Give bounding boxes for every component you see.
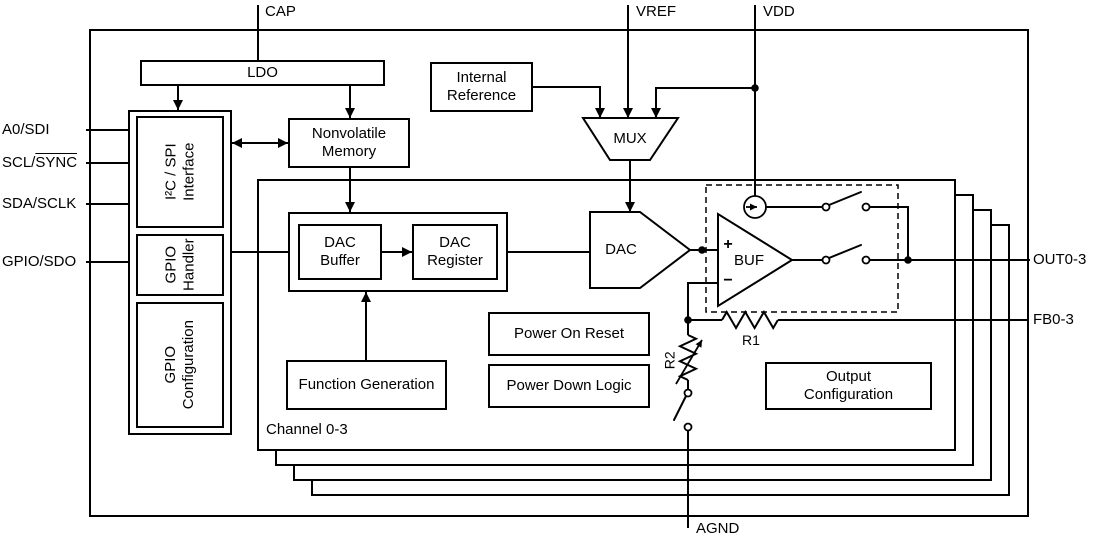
dac-register-block: DAC Register (412, 224, 498, 280)
gpio-handler-block: GPIO Handler (136, 234, 224, 296)
power-on-reset-block: Power On Reset (488, 312, 650, 356)
fb-to-buf-minus-wire (687, 282, 718, 320)
buf-plus-sign: + (723, 236, 733, 254)
pin-label-scl-sync: SCL/SYNC (2, 153, 92, 171)
interface-container (128, 110, 232, 435)
dac-buffer-register-container (288, 212, 508, 292)
output-configuration-block: Output Configuration (765, 362, 932, 410)
resistor-r1-icon (721, 310, 779, 330)
buf-label: BUF (734, 251, 764, 269)
buf-opamp-shape (717, 212, 794, 308)
gpio-configuration-label: GPIO Configuration (162, 320, 198, 410)
mux-label: MUX (613, 129, 647, 147)
gpio-handler-label: GPIO Handler (162, 238, 197, 292)
pin-label-a0-sdi: A0/SDI (2, 120, 50, 138)
ldo-block: LDO (140, 60, 385, 86)
pin-label-vref: VREF (636, 2, 677, 20)
resistor-r2-icon (677, 334, 699, 381)
pin-label-cap: CAP (265, 2, 296, 20)
switch2-blade-icon (828, 244, 862, 259)
wires (86, 5, 1030, 528)
sync-overline-text: SYNC (35, 153, 78, 171)
dac-shape (589, 211, 692, 289)
switch1-to-out-wire (870, 206, 909, 260)
output-stage-dashed-box (705, 184, 899, 313)
i2c-spi-interface-block: I²C / SPI Interface (136, 116, 224, 228)
power-down-logic-block: Power Down Logic (488, 364, 650, 408)
scl-prefix-text: SCL/ (2, 153, 36, 171)
pin-label-fb0-3: FB0-3 (1033, 310, 1074, 328)
r2-label-text: R2 (661, 351, 678, 369)
switch3-blade-icon (673, 395, 687, 421)
r2-label: R2 (660, 344, 680, 376)
r2-wiper-arrow (675, 339, 703, 385)
internal-reference-block: Internal Reference (430, 62, 533, 112)
buf-minus-sign: − (723, 272, 733, 290)
dac-label: DAC (605, 240, 637, 258)
vdd-to-mux-wire (651, 87, 755, 118)
pin-label-out0-3: OUT0-3 (1033, 250, 1087, 268)
intref-to-mux-wire (533, 86, 605, 118)
r1-label: R1 (742, 332, 760, 349)
junction-dots (684, 84, 912, 324)
switch-terminals (683, 202, 871, 432)
function-generation-block: Function Generation (286, 360, 447, 410)
nonvolatile-memory-block: Nonvolatile Memory (288, 118, 410, 168)
pin-label-vdd: VDD (763, 2, 795, 20)
mux-shape (581, 117, 680, 161)
gpio-configuration-block: GPIO Configuration (136, 302, 224, 428)
i2c-spi-interface-label: I²C / SPI Interface (162, 142, 197, 202)
dac-buffer-block: DAC Buffer (298, 224, 382, 280)
pin-label-sda-sclk: SDA/SCLK (2, 194, 77, 212)
channel-label: Channel 0-3 (266, 420, 348, 438)
pin-label-gpio-sdo: GPIO/SDO (2, 252, 77, 270)
pin-label-agnd: AGND (696, 519, 740, 537)
switch1-blade-icon (828, 191, 862, 206)
